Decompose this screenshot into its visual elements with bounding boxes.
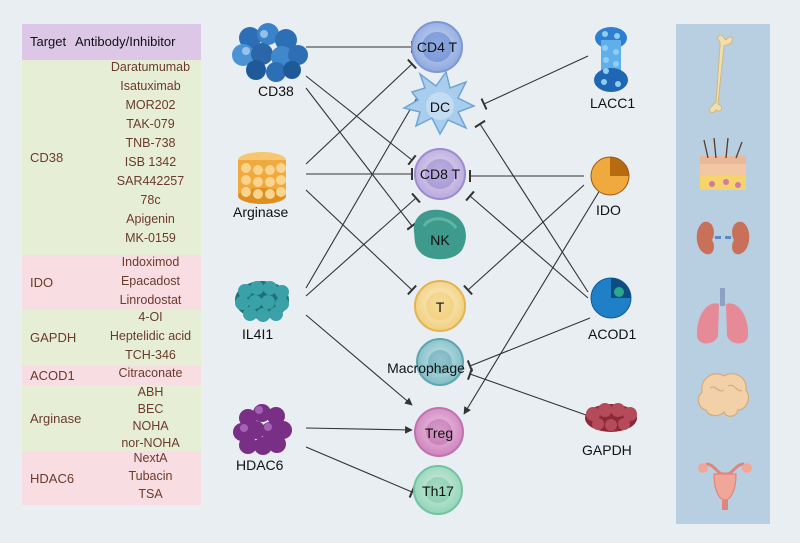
table-item: TAK-079 [126,117,175,131]
cd38-to-cd8t [305,75,417,166]
ido-to-treg [463,189,601,415]
table-item: TCH-346 [125,348,176,362]
arginase-to-cd4t [305,58,417,165]
table-group-arginase: Arginase ABH BEC NOHA nor-NOHA [22,385,201,451]
organ-panel [676,24,770,524]
ido-to-t [463,184,585,296]
table-item: TNB-738 [125,136,176,150]
header-inhibitor: Antibody/Inhibitor [75,34,176,49]
cell-cd8t: CD8 T [414,148,466,200]
arginase-to-t [305,189,417,296]
cell-label: T [436,299,445,315]
table-group-acod1: ACOD1 Citraconate [22,365,201,385]
table-item: NextA [133,451,168,465]
table-item: ABH [137,385,164,399]
table-item: 78c [140,193,161,207]
lacc1-molecule-icon [594,27,628,92]
kidney-icon [696,221,750,255]
cell-th17: Th17 [413,465,463,515]
il4i1-to-cd8t [305,192,421,297]
lacc1-to-dc [480,55,589,110]
table-item: Indoximod [121,255,180,269]
hdac6-label: HDAC6 [236,457,284,473]
table-item: NOHA [132,419,169,433]
cd38-label: CD38 [258,83,294,99]
table-item: 4-OI [138,310,163,324]
table-item: Isatuximab [120,79,181,93]
il4i1-to-treg [305,314,413,406]
cell-label: NK [430,232,450,248]
table-item: Citraconate [118,366,183,380]
connections [305,40,601,498]
cell-label: Th17 [422,483,454,499]
table-header: Target Antibody/Inhibitor [22,24,201,60]
table-group-gapdh: GAPDH 4-OI Heptelidic acid TCH-346 [22,310,201,365]
table-item: Epacadost [120,274,181,288]
cell-label: DC [430,99,450,115]
hdac6-to-th17 [305,446,416,498]
table-group-hdac6: HDAC6 NextA Tubacin TSA [22,451,201,505]
table-item: Linrodostat [119,293,182,307]
group-target: ACOD1 [30,367,75,383]
gapdh-to-macrophage [467,367,587,416]
table-item: Heptelidic acid [109,329,192,343]
lung-icon [696,288,749,344]
group-target: HDAC6 [30,470,75,486]
table-item: Apigenin [126,212,175,226]
uterus-icon [698,462,752,510]
acod1-to-dc [474,119,589,293]
il4i1-to-dc [305,92,424,289]
lacc1-label: LACC1 [590,95,635,111]
cd38-to-nk [305,87,418,231]
gapdh-label: GAPDH [582,442,632,458]
table-item: ISB 1342 [124,155,177,169]
hdac6-molecule-icon [233,404,292,455]
group-target: GAPDH [30,330,77,345]
acod1-molecule-icon [590,277,632,319]
cell-dc: DC [402,70,476,136]
cell-cd4t: CD4 T [411,21,463,73]
cell-nk: NK [413,209,466,260]
cell-t: T [414,280,466,332]
table-group-cd38: CD38 Daratumumab Isatuximab MOR202 TAK-0… [22,60,201,255]
header-target: Target [30,34,67,49]
arginase-label: Arginase [233,204,288,220]
hdac6-to-treg [305,426,413,434]
il4i1-label: IL4I1 [242,326,273,342]
table-item: nor-NOHA [121,436,180,450]
cell-label: Treg [425,425,453,441]
arginase-molecule-icon [238,152,286,204]
group-target: IDO [30,275,54,290]
group-target: Arginase [30,410,82,426]
cell-label: CD8 T [420,166,461,182]
cell-label: CD4 T [417,39,458,55]
table-item: Daratumumab [110,60,191,74]
table-item: MOR202 [125,98,176,112]
table-item: MK-0159 [125,231,176,245]
cell-label: Macrophage [387,360,465,376]
gapdh-molecule-icon [585,403,637,432]
cell-treg: Treg [414,407,464,457]
table-item: SAR442257 [116,174,185,188]
table-item: Tubacin [128,469,173,483]
table-group-ido: IDO Indoximod Epacadost Linrodostat [22,255,201,310]
brain-icon [697,373,750,417]
table-item: BEC [137,402,164,416]
group-target: CD38 [30,150,64,165]
table-item: TSA [138,487,163,501]
skin-icon [700,137,746,190]
il4i1-molecule-icon [235,281,289,322]
ido-label: IDO [596,202,621,218]
ido-molecule-icon [590,156,630,196]
bone-icon [709,34,733,113]
cell-macrophage: Macrophage [387,338,465,386]
acod1-label: ACOD1 [588,326,636,342]
acod1-to-cd8t [465,190,589,299]
acod1-to-macrophage [466,317,591,372]
cd38-molecule-icon [232,23,308,82]
